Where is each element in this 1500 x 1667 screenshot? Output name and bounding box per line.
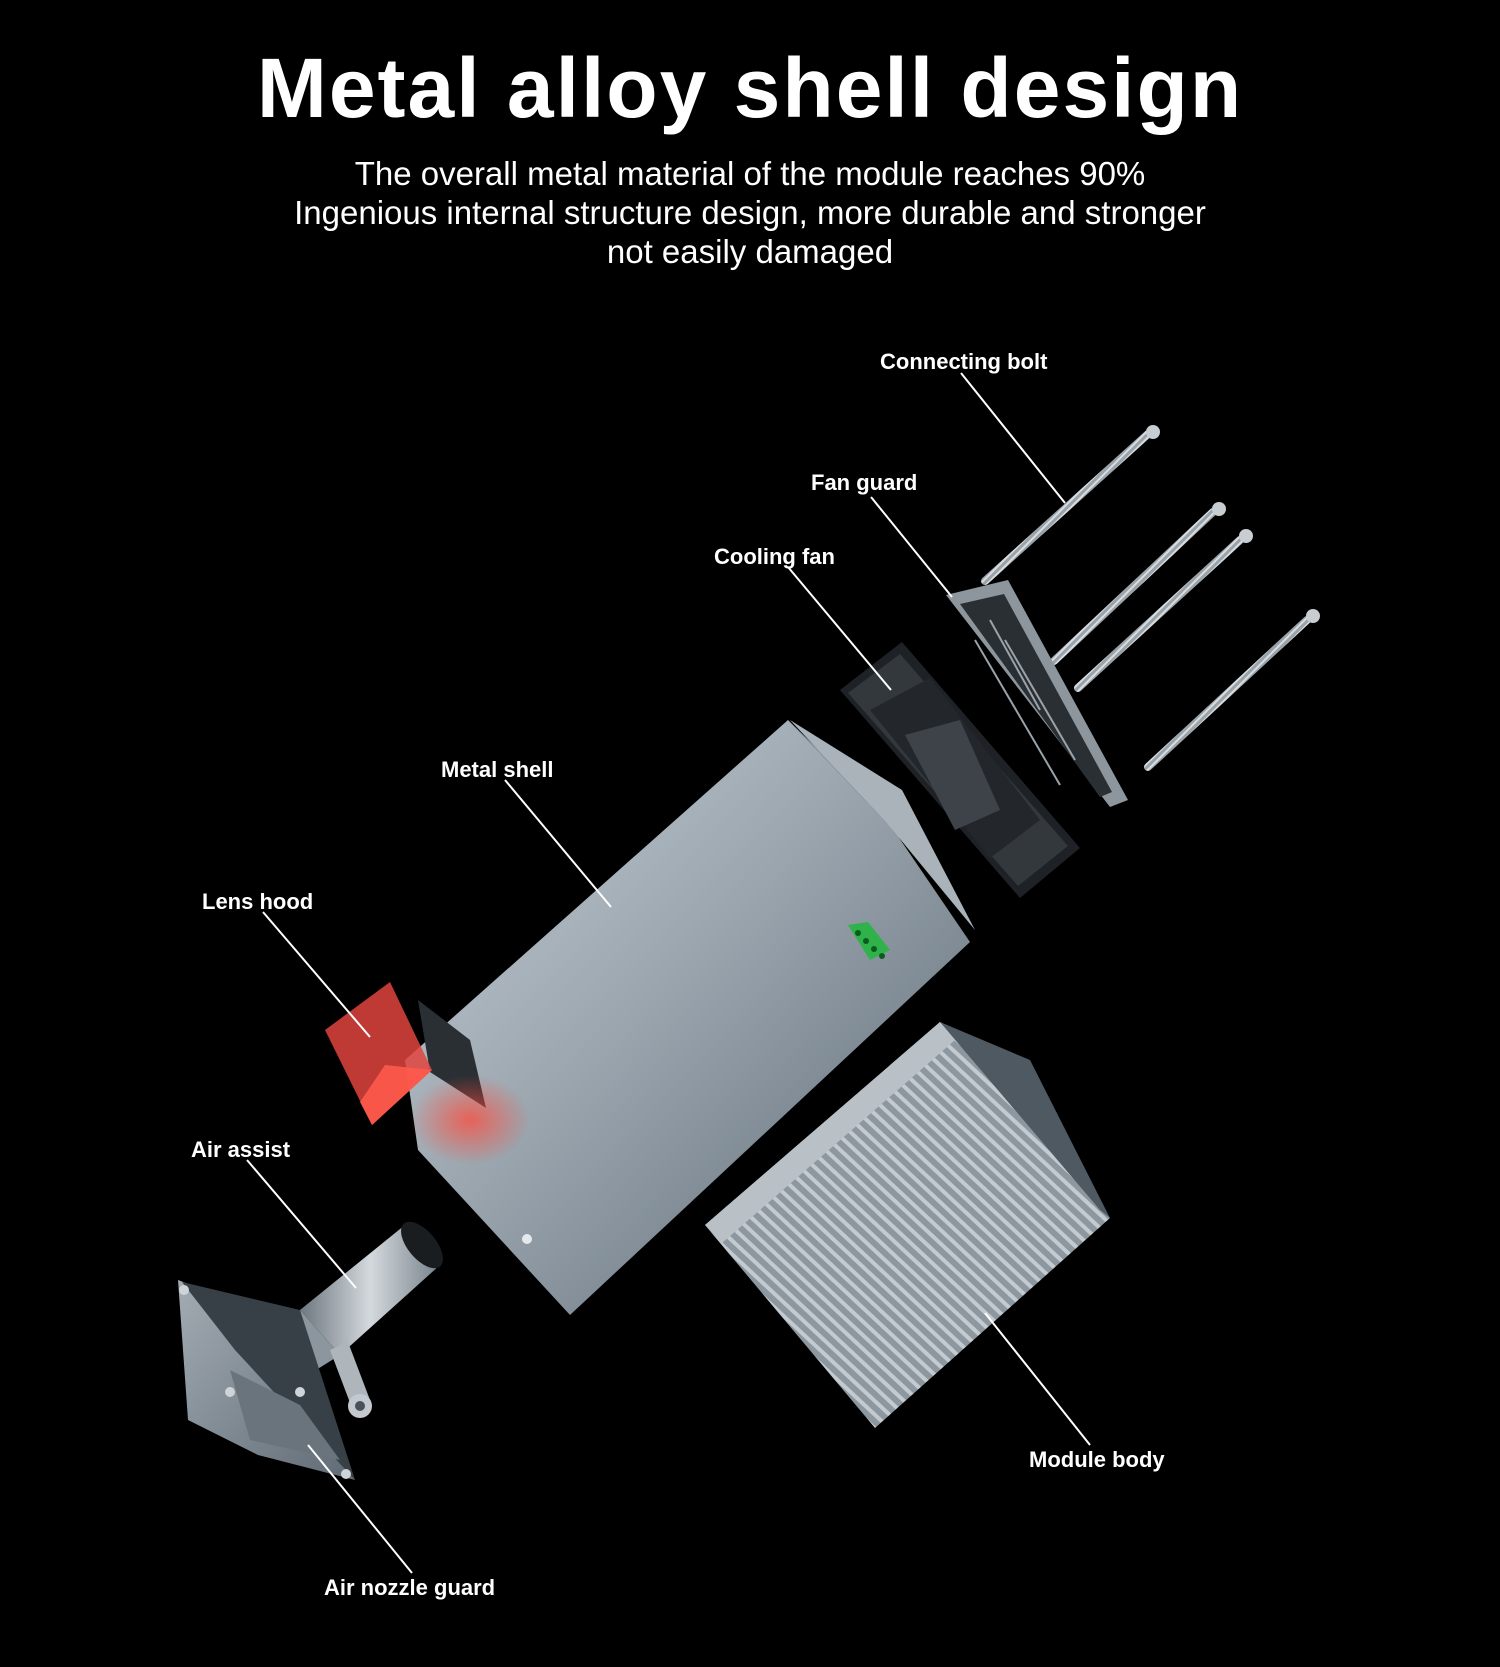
label-air-nozzle-guard: Air nozzle guard [324,1575,496,1600]
subtitle: The overall metal material of the module… [0,154,1500,271]
metal-shell [405,720,975,1315]
leader-air-assist [246,1159,357,1289]
bolt-1 [981,425,1160,585]
lens-hood [325,982,432,1125]
label-fan-guard: Fan guard [811,470,918,495]
leader-cooling-fan [787,566,892,691]
label-metal-shell: Metal shell [441,757,554,782]
cooling-fan [840,642,1080,898]
page-title: Metal alloy shell design [256,41,1244,135]
bolt-2 [1050,502,1226,665]
connector-port [848,922,890,960]
fan-guard [946,580,1128,807]
label-air-assist: Air assist [191,1137,291,1162]
subtitle-line-1: The overall metal material of the module… [354,155,1146,192]
label-connecting-bolt: Connecting bolt [880,349,1048,374]
label-lens-hood: Lens hood [202,889,314,914]
leader-air-nozzle-guard [307,1444,413,1574]
connecting-bolts [981,425,1320,771]
leader-metal-shell [504,779,612,908]
label-module-body: Module body [1029,1447,1165,1472]
leader-lens-hood [262,911,371,1038]
leader-lines [246,372,1091,1574]
label-cooling-fan: Cooling fan [714,544,835,569]
bolt-4 [1144,609,1320,771]
subtitle-line-3: not easily damaged [606,233,894,270]
bolt-3 [1074,529,1253,692]
leader-module-body [984,1312,1091,1446]
subtitle-line-2: Ingenious internal structure design, mor… [294,194,1206,231]
leader-fan-guard [870,496,953,598]
leader-connecting-bolt [960,372,1066,504]
module-body [705,1022,1110,1428]
air-nozzle-guard [178,1280,355,1480]
